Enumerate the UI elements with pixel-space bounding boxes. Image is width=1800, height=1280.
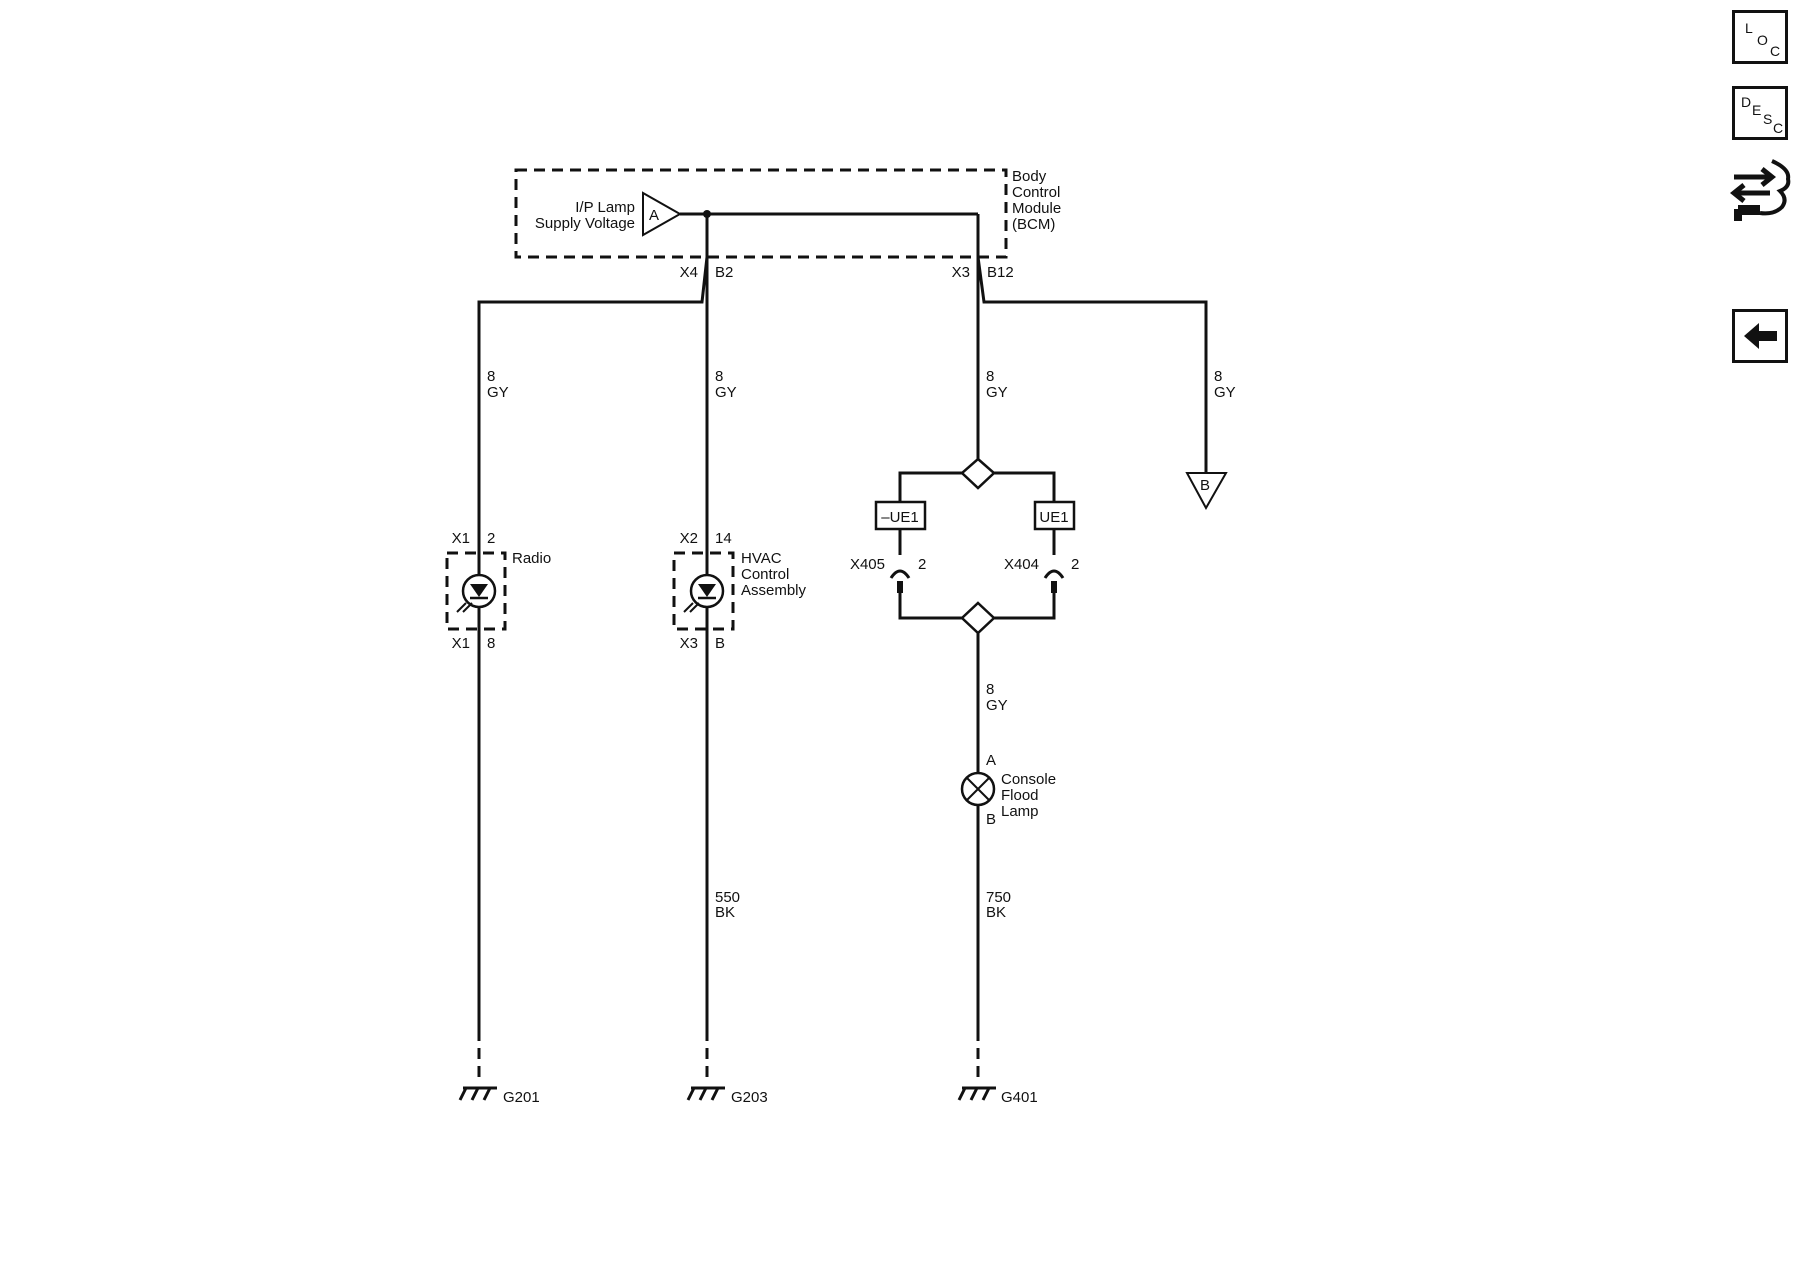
hvac-top-connector: X2 xyxy=(680,530,698,547)
hvac-label-line-1: HVAC xyxy=(741,550,782,567)
location-button[interactable]: L O C xyxy=(1732,10,1788,64)
lamp-label-line-1: Console xyxy=(1001,771,1056,788)
desc-letter-1: D xyxy=(1741,94,1752,110)
wire-color-7: BK xyxy=(986,904,1006,921)
supply-label-line-2: Supply Voltage xyxy=(535,215,635,232)
hvac-bottom-connector: X3 xyxy=(680,635,698,652)
ground-g201: G201 xyxy=(458,1086,540,1106)
inline-connector-right-pin xyxy=(1051,581,1057,593)
radio-bottom-pin: 8 xyxy=(487,635,495,652)
option-split-bottom-diamond xyxy=(960,601,996,635)
hvac-dashed-outline xyxy=(672,551,735,631)
loc-letter-2: O xyxy=(1757,32,1768,48)
radio-label: Radio xyxy=(512,550,551,567)
lamp-pin-a: A xyxy=(986,752,996,769)
offpage-triangle xyxy=(1185,472,1228,511)
wire-radio-branch xyxy=(477,256,709,1030)
wire-offpage-branch xyxy=(976,256,1208,472)
connector-x4: X4 xyxy=(680,264,698,281)
radio-diode-icon xyxy=(470,584,488,597)
wire-color-2: GY xyxy=(715,384,737,401)
offpage-connector: B xyxy=(1185,472,1228,511)
console-flood-lamp: A B Console Flood Lamp xyxy=(960,752,1056,1030)
wire-size-1: 8 xyxy=(487,368,495,385)
pin-b2: B2 xyxy=(715,264,733,281)
connector-view-icon[interactable] xyxy=(1729,155,1794,223)
hvac-label-line-2: Control xyxy=(741,566,789,583)
inline-connector-x405-pin: 2 xyxy=(918,556,926,573)
option-split: –UE1 UE1 X405 2 X404 2 xyxy=(850,457,1079,773)
wire-color-4: GY xyxy=(1214,384,1236,401)
wire-size-6: 550 xyxy=(715,889,740,906)
lamp-pin-b: B xyxy=(986,811,996,828)
connector-x3: X3 xyxy=(952,264,970,281)
wire-size-5: 8 xyxy=(986,681,994,698)
back-arrow-icon xyxy=(1744,323,1777,349)
bcm-label-line-1: Body xyxy=(1012,168,1047,185)
option-box-right xyxy=(1033,500,1076,531)
lamp-label-line-3: Lamp xyxy=(1001,803,1039,820)
inline-connector-left-pin xyxy=(897,581,903,593)
hvac-label-line-3: Assembly xyxy=(741,582,807,599)
ground-label: G203 xyxy=(731,1089,768,1106)
option-split-top-diamond xyxy=(960,457,996,490)
hvac-bottom-pin: B xyxy=(715,635,725,652)
ground-icon xyxy=(686,1087,720,1101)
loc-letter-3: C xyxy=(1770,43,1781,59)
pin-b12: B12 xyxy=(987,264,1014,281)
offpage-ref: B xyxy=(1200,477,1210,494)
radio-bottom-connector: X1 xyxy=(452,635,470,652)
supply-pin-label: A xyxy=(649,207,659,224)
ground-label: G401 xyxy=(1001,1089,1038,1106)
radio-light-emission-icon xyxy=(456,602,473,613)
supply-triangle-symbol xyxy=(642,191,683,237)
ground-icon xyxy=(957,1087,991,1101)
back-button[interactable] xyxy=(1732,309,1788,363)
wire-color-3: GY xyxy=(986,384,1008,401)
description-button[interactable]: D E S C xyxy=(1732,86,1788,140)
radio-dashed-outline xyxy=(445,551,507,631)
hvac-top-pin: 14 xyxy=(715,530,732,547)
lamp-label-line-2: Flood xyxy=(1001,787,1039,804)
option-box-left xyxy=(874,500,927,531)
desc-letter-3: S xyxy=(1763,111,1773,127)
bcm-label-line-3: Module xyxy=(1012,200,1061,217)
ground-label: G201 xyxy=(503,1089,540,1106)
wire-color-1: GY xyxy=(487,384,509,401)
wire-size-3: 8 xyxy=(986,368,994,385)
wire-size-4: 8 xyxy=(1214,368,1222,385)
desc-letter-2: E xyxy=(1752,102,1762,118)
inline-connector-right-socket xyxy=(1043,569,1065,579)
inline-connector-x405: X405 xyxy=(850,556,885,573)
radio-top-connector: X1 xyxy=(452,530,470,547)
bcm-label-line-4: (BCM) xyxy=(1012,216,1055,233)
option-left-label: –UE1 xyxy=(881,509,919,526)
supply-label-line-1: I/P Lamp xyxy=(575,199,635,216)
circuit-wires xyxy=(477,214,1208,1080)
bcm-label-line-2: Control xyxy=(1012,184,1060,201)
inline-connector-left-socket xyxy=(889,569,911,579)
body-control-module: Body Control Module (BCM) I/P Lamp Suppl… xyxy=(514,168,1061,259)
lamp-filament-cross xyxy=(966,777,990,801)
radio-top-pin: 2 xyxy=(487,530,495,547)
hvac-light-emission-icon xyxy=(683,602,700,613)
ground-g401: G401 xyxy=(957,1086,1038,1106)
wire-size-2: 8 xyxy=(715,368,723,385)
wire-size-7: 750 xyxy=(986,889,1011,906)
wire-color-5: GY xyxy=(986,697,1008,714)
option-right-label: UE1 xyxy=(1039,509,1068,526)
hvac-component: X2 14 HVAC Control Assembly X3 B xyxy=(672,530,807,652)
desc-letter-4: C xyxy=(1773,120,1784,136)
radio-component: X1 2 Radio X1 8 xyxy=(445,530,551,652)
inline-connector-x404: X404 xyxy=(1004,556,1039,573)
bcm-dashed-outline xyxy=(514,168,1008,259)
ground-g203: G203 xyxy=(686,1086,768,1106)
wire-color-6: BK xyxy=(715,904,735,921)
inline-connector-x404-pin: 2 xyxy=(1071,556,1079,573)
ground-icon xyxy=(458,1087,492,1101)
hvac-diode-icon xyxy=(698,584,716,597)
loc-letter-1: L xyxy=(1745,20,1753,36)
